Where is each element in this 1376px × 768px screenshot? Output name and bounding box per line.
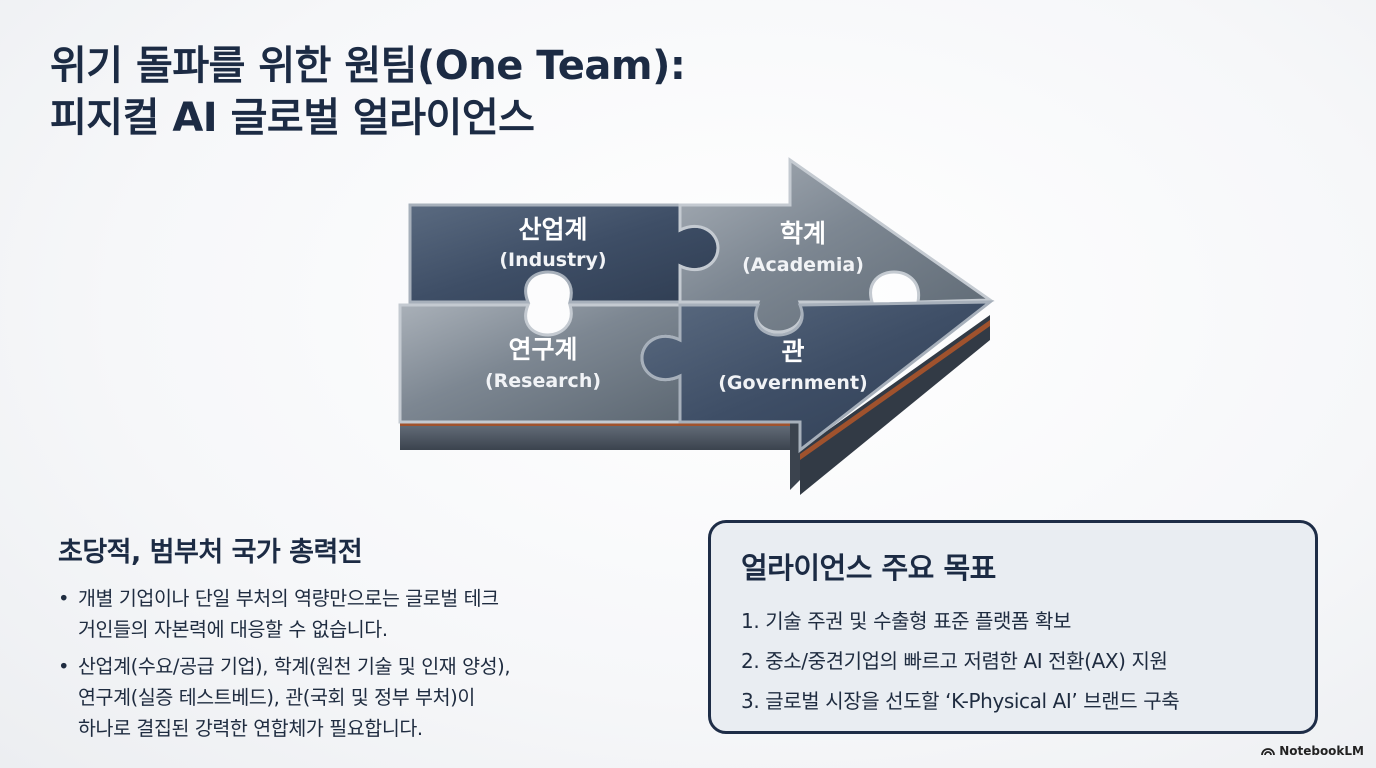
- strategy-bullet-2: 산업계(수요/공급 기업), 학계(원천 기술 및 인재 양성), 연구계(실증…: [58, 651, 678, 744]
- academia-sublabel: (Academia): [742, 254, 864, 276]
- notebooklm-logo-icon: [1261, 748, 1276, 756]
- bullet-1-line-2: 거인들의 자본력에 대응할 수 없습니다.: [78, 618, 388, 641]
- goals-list: 1. 기술 주권 및 수출형 표준 플랫폼 확보 2. 중소/중견기업의 빠르고…: [741, 601, 1285, 721]
- government-label: 관: [781, 337, 804, 366]
- brand-name: NotebookLM: [1279, 744, 1364, 758]
- puzzle-base: [400, 315, 990, 495]
- bullet-2-line-2: 연구계(실증 테스트베드), 관(국회 및 정부 부처)이: [78, 686, 475, 709]
- goal-item-3: 3. 글로벌 시장을 선도할 ‘K-Physical AI’ 브랜드 구축: [741, 689, 1180, 713]
- strategy-bullet-1: 개별 기업이나 단일 부처의 역량만으로는 글로벌 테크 거인들의 자본력에 대…: [58, 583, 678, 645]
- academia-label: 학계: [780, 219, 826, 248]
- bullet-1-line-1: 개별 기업이나 단일 부처의 역량만으로는 글로벌 테크: [78, 587, 499, 610]
- title-line-1: 위기 돌파를 위한 원팀(One Team):: [50, 43, 686, 89]
- research-sublabel: (Research): [485, 370, 601, 392]
- strategy-section: 초당적, 범부처 국가 총력전 개별 기업이나 단일 부처의 역량만으로는 글로…: [58, 530, 678, 750]
- puzzle-piece-government: [640, 300, 995, 454]
- industry-sublabel: (Industry): [499, 249, 606, 271]
- goal-item-2: 2. 중소/중견기업의 빠르고 저렴한 AI 전환(AX) 지원: [741, 649, 1168, 673]
- industry-label: 산업계: [518, 215, 587, 244]
- alliance-goals-box: 얼라이언스 주요 목표 1. 기술 주권 및 수출형 표준 플랫폼 확보 2. …: [708, 520, 1318, 734]
- strategy-heading: 초당적, 범부처 국가 총력전: [58, 537, 363, 568]
- goal-item-1: 1. 기술 주권 및 수출형 표준 플랫폼 확보: [741, 609, 1071, 633]
- brand-watermark: NotebookLM: [1261, 744, 1364, 758]
- goals-heading: 얼라이언스 주요 목표: [741, 551, 996, 585]
- research-label: 연구계: [508, 335, 577, 364]
- puzzle-arrow-diagram: 산업계 (Industry) 학계 (Academia) 연구계 (Resear…: [398, 157, 995, 495]
- puzzle-piece-academia: [678, 157, 995, 334]
- title-line-2: 피지컬 AI 글로벌 얼라이언스: [50, 95, 535, 141]
- bullet-2-line-1: 산업계(수요/공급 기업), 학계(원천 기술 및 인재 양성),: [78, 655, 511, 678]
- government-sublabel: (Government): [718, 372, 867, 394]
- strategy-bullet-list: 개별 기업이나 단일 부처의 역량만으로는 글로벌 테크 거인들의 자본력에 대…: [58, 583, 678, 744]
- bullet-2-line-3: 하나로 결집된 강력한 연합체가 필요합니다.: [78, 717, 423, 740]
- page-title: 위기 돌파를 위한 원팀(One Team): 피지컬 AI 글로벌 얼라이언스: [50, 40, 686, 144]
